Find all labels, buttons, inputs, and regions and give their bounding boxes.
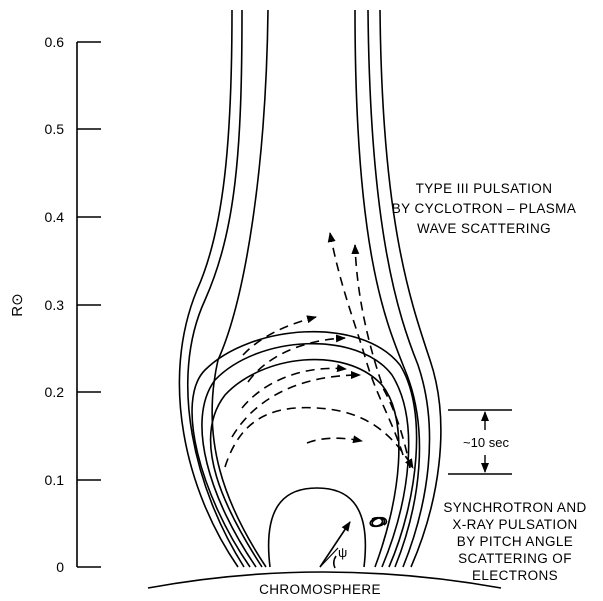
type3-label: TYPE III PULSATION BY CYCLOTRON – PLASMA… bbox=[392, 181, 576, 236]
synchrotron-line-2: X-RAY PULSATION bbox=[452, 517, 577, 532]
pitch-angle-reference bbox=[319, 547, 339, 568]
synchrotron-line-5: ELECTRONS bbox=[472, 568, 558, 583]
synchrotron-label: SYNCHROTRON AND X-RAY PULSATION BY PITCH… bbox=[443, 500, 586, 583]
tick-label-0.5: 0.5 bbox=[45, 121, 65, 137]
tick-label-0.3: 0.3 bbox=[45, 297, 65, 313]
type3-line-2: BY CYCLOTRON – PLASMA bbox=[392, 201, 576, 216]
tick-label-0.4: 0.4 bbox=[45, 209, 65, 225]
axis-label: R⊙ bbox=[9, 293, 26, 316]
chromosphere-surface bbox=[147, 571, 502, 589]
vertical-axis: 0 0.1 0.2 0.3 0.4 0.5 0.6 R⊙ bbox=[9, 34, 101, 575]
type3-line-3: WAVE SCATTERING bbox=[417, 221, 551, 236]
gyration-spiral bbox=[369, 516, 388, 528]
synchrotron-line-1: SYNCHROTRON AND bbox=[443, 500, 586, 515]
inner-loop bbox=[267, 487, 367, 568]
synchrotron-line-4: SCATTERING OF bbox=[458, 551, 572, 566]
psi-label: ψ bbox=[338, 545, 347, 560]
period-label: ~10 sec bbox=[463, 435, 509, 450]
chromosphere-label: CHROMOSPHERE bbox=[259, 582, 381, 597]
period-bracket: ~10 sec bbox=[448, 409, 512, 475]
tick-label-0.6: 0.6 bbox=[45, 34, 65, 50]
pitch-angle-arrow bbox=[319, 521, 351, 568]
tick-label-0.1: 0.1 bbox=[45, 472, 65, 488]
pitch-angle-indicator: ψ bbox=[319, 521, 351, 569]
pitch-angle-arc bbox=[332, 555, 337, 569]
tick-label-0.2: 0.2 bbox=[45, 384, 65, 400]
magnetic-loops bbox=[191, 330, 418, 568]
electron-trajectories bbox=[224, 232, 414, 469]
synchrotron-line-3: BY PITCH ANGLE bbox=[457, 534, 573, 549]
tick-label-0: 0 bbox=[56, 559, 64, 575]
type3-line-1: TYPE III PULSATION bbox=[416, 181, 553, 196]
open-field-lines bbox=[178, 9, 442, 568]
